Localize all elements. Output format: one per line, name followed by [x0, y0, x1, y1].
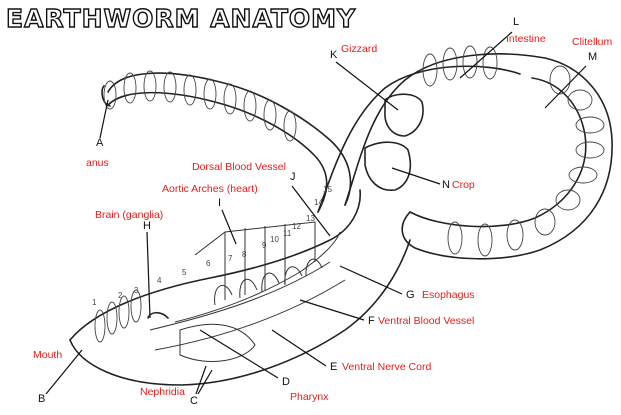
body-segment-ring: [124, 73, 136, 103]
body-segment-ring: [478, 224, 492, 256]
body-segment-ring: [119, 296, 129, 328]
label-name-f: Ventral Blood Vessel: [378, 315, 474, 327]
label-name-l: Intestine: [506, 33, 546, 45]
leader-line-c: [196, 366, 212, 394]
segment-number: 6: [206, 259, 211, 268]
body-segment-ring: [104, 81, 116, 109]
segment-number: 15: [323, 185, 332, 194]
label-name-j: Dorsal Blood Vessel: [192, 161, 286, 173]
segment-number: 7: [228, 254, 233, 263]
label-name-b: Mouth: [33, 349, 62, 361]
leader-line-i: [222, 210, 236, 244]
label-letter-a: A: [96, 137, 104, 149]
body-segment-ring: [264, 100, 276, 130]
leader-line-g: [340, 266, 402, 294]
leader-line-l: [460, 32, 512, 78]
body-segment-ring: [576, 117, 604, 133]
label-name-a: anus: [86, 157, 109, 169]
segment-number: 4: [157, 276, 162, 285]
leader-line-n: [392, 168, 440, 184]
segment-number: 8: [242, 250, 247, 259]
label-letter-f: F: [368, 315, 375, 327]
label-name-e: Ventral Nerve Cord: [342, 361, 431, 373]
body-segment-ring: [224, 84, 236, 114]
segment-number: 3: [134, 286, 139, 295]
label-name-n: Crop: [452, 179, 475, 191]
label-name-m: Clitellum: [572, 36, 613, 48]
label-letter-i: I: [218, 197, 221, 209]
body-segment-ring: [244, 91, 256, 121]
label-letter-m: M: [588, 51, 597, 63]
label-letter-n: N: [442, 179, 450, 191]
label-letter-e: E: [330, 361, 337, 373]
segment-number: 2: [118, 291, 123, 300]
segment-number: 11: [283, 229, 292, 238]
segment-number: 1: [92, 298, 97, 307]
label-name-d: Pharynx: [290, 391, 329, 403]
label-letter-c: C: [190, 395, 198, 407]
segment-number: 10: [270, 235, 279, 244]
label-letter-l: L: [513, 16, 519, 28]
label-name-c: Nephridia: [140, 386, 185, 398]
segment-number: 5: [182, 268, 187, 277]
label-name-i: Aortic Arches (heart): [162, 183, 258, 195]
body-segment-ring: [107, 302, 117, 334]
segment-number: 14: [314, 198, 323, 207]
body-segment-ring: [569, 167, 597, 183]
leader-line-h: [147, 232, 150, 318]
body-segment-ring: [568, 90, 592, 110]
label-name-g: Esophagus: [422, 289, 475, 301]
body-segment-ring: [204, 79, 216, 109]
label-letter-h: H: [143, 220, 151, 232]
body-segment-ring: [164, 72, 176, 102]
label-letter-k: K: [330, 49, 338, 61]
body-segment-ring: [448, 222, 462, 254]
body-segment-ring: [184, 75, 196, 105]
body-segment-ring: [443, 48, 457, 80]
body-segment-ring: [576, 142, 604, 158]
body-segment-ring: [284, 111, 296, 141]
leader-line-f: [300, 300, 364, 320]
segment-number: 12: [292, 222, 301, 231]
label-letter-g: G: [406, 289, 415, 301]
leader-line-a: [100, 100, 108, 138]
label-name-h: Brain (ganglia): [95, 209, 163, 221]
leader-line-e: [272, 330, 326, 366]
body-segment-ring: [144, 71, 156, 101]
segment-number: 9: [262, 241, 267, 250]
label-name-k: Gizzard: [341, 43, 377, 55]
label-letter-b: B: [38, 393, 45, 405]
label-letter-j: J: [290, 171, 296, 183]
label-letter-d: D: [282, 376, 290, 388]
